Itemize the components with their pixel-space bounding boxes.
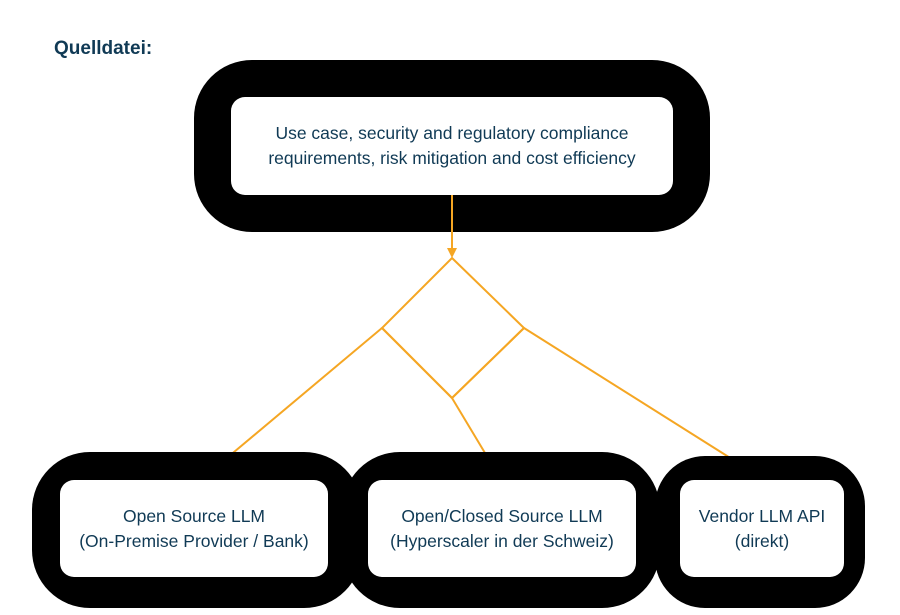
option-1-line-2: (On-Premise Provider / Bank) bbox=[79, 530, 309, 551]
source-label: Quelldatei: bbox=[54, 38, 153, 59]
top-node-box: Use case, security and regulatory compli… bbox=[231, 97, 673, 195]
option-2-line-1: Open/Closed Source LLM bbox=[401, 505, 603, 526]
option-1-line-1: Open Source LLM bbox=[122, 505, 266, 526]
option-3-box: Vendor LLM API (direkt) bbox=[680, 480, 844, 577]
option-3-line-2: (direkt) bbox=[734, 530, 790, 551]
top-node-line-1: Use case, security and regulatory compli… bbox=[275, 123, 629, 143]
option-3-line-1: Vendor LLM API bbox=[698, 505, 826, 526]
decision-diamond-outer bbox=[380, 256, 526, 400]
option-1-box: Open Source LLM (On-Premise Provider / B… bbox=[60, 480, 328, 577]
top-node-line-2: requirements, risk mitigation and cost e… bbox=[268, 148, 636, 168]
decision-inner-line-left bbox=[381, 327, 453, 399]
decision-inner-line-right bbox=[451, 327, 525, 399]
connector-to-option-3 bbox=[523, 327, 764, 480]
option-2-box: Open/Closed Source LLM (Hyperscaler in d… bbox=[368, 480, 636, 577]
option-2-line-2: (Hyperscaler in der Schweiz) bbox=[390, 530, 614, 551]
